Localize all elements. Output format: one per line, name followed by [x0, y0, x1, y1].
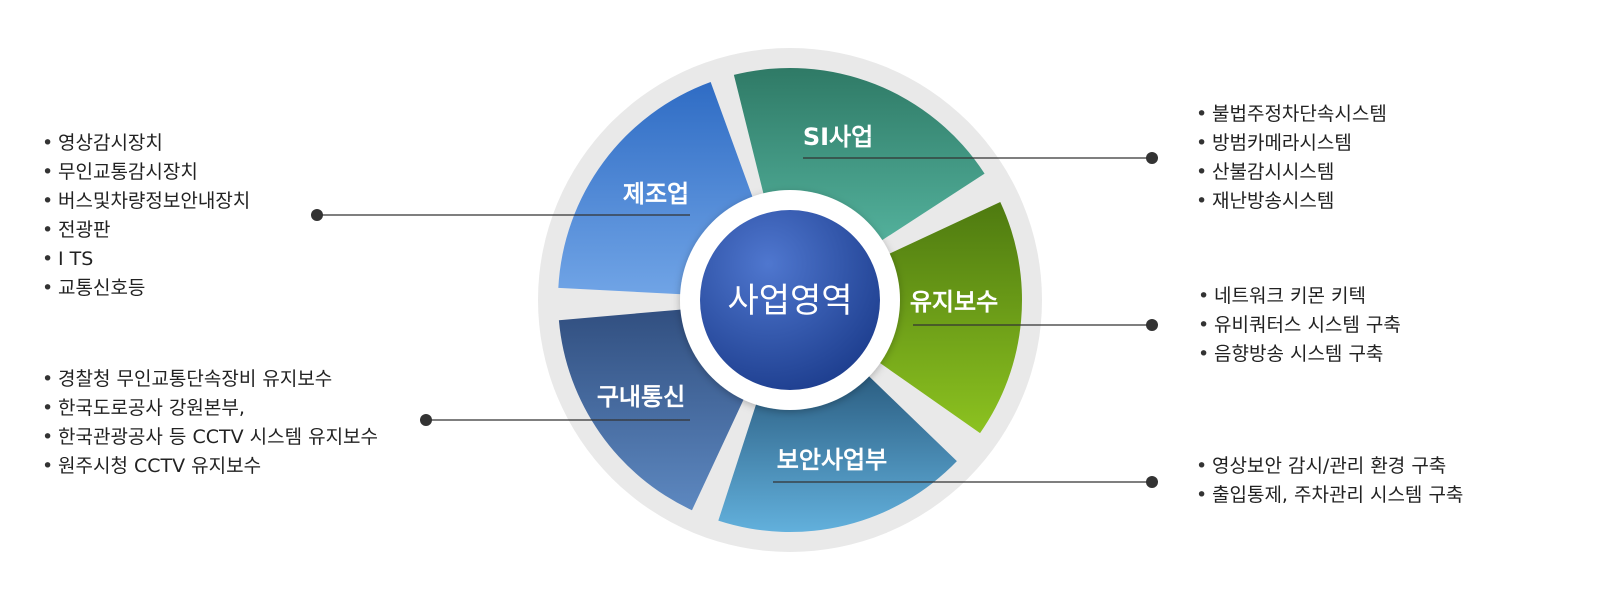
segment-label-security: 보안사업부 [777, 446, 887, 474]
list-item: 버스및차량정보안내장치 [42, 187, 250, 216]
list-si: 불법주정차단속시스템방범카메라시스템산불감시시스템재난방송시스템 [1196, 100, 1387, 216]
list-item: 출입통제, 주차관리 시스템 구축 [1196, 481, 1463, 510]
center-label: 사업영역 [727, 281, 852, 321]
list-telecom: 경찰청 무인교통단속장비 유지보수한국도로공사 강원본부,한국관광공사 등 CC… [42, 365, 378, 481]
list-item: 영상감시장치 [42, 129, 250, 158]
segment-si[interactable] [733, 67, 985, 244]
segment-maintenance[interactable] [875, 201, 1022, 434]
list-manufacturing: 영상감시장치무인교통감시장치버스및차량정보안내장치전광판I TS교통신호등 [42, 129, 250, 303]
segment-label-si: SI사업 [803, 123, 873, 151]
connector-dot-telecom [420, 414, 432, 426]
list-item: 유비쿼터스 시스템 구축 [1198, 311, 1401, 340]
segment-manufacturing[interactable] [558, 81, 755, 295]
segment-label-maintenance: 유지보수 [910, 288, 998, 316]
list-item: 한국도로공사 강원본부, [42, 394, 378, 423]
list-item: I TS [42, 245, 250, 274]
list-item: 한국관광공사 등 CCTV 시스템 유지보수 [42, 423, 378, 452]
list-item: 전광판 [42, 216, 250, 245]
connector-dot-si [1146, 152, 1158, 164]
list-item: 방범카메라시스템 [1196, 129, 1387, 158]
list-item: 원주시청 CCTV 유지보수 [42, 452, 378, 481]
list-item: 불법주정차단속시스템 [1196, 100, 1387, 129]
segment-label-telecom: 구내통신 [597, 383, 685, 411]
list-item: 교통신호등 [42, 274, 250, 303]
list-item: 음향방송 시스템 구축 [1198, 340, 1401, 369]
list-item: 산불감시시스템 [1196, 158, 1387, 187]
list-security: 영상보안 감시/관리 환경 구축출입통제, 주차관리 시스템 구축 [1196, 452, 1463, 510]
connector-dot-maintenance [1146, 319, 1158, 331]
center-circle[interactable] [700, 210, 880, 390]
segment-security[interactable] [718, 372, 957, 532]
list-maintenance: 네트워크 키몬 키텍유비쿼터스 시스템 구축음향방송 시스템 구축 [1198, 282, 1401, 369]
list-item: 네트워크 키몬 키텍 [1198, 282, 1401, 311]
connector-dot-security [1146, 476, 1158, 488]
segment-label-manufacturing: 제조업 [623, 180, 689, 208]
connector-dot-manufacturing [311, 209, 323, 221]
list-item: 영상보안 감시/관리 환경 구축 [1196, 452, 1463, 481]
list-item: 무인교통감시장치 [42, 158, 250, 187]
list-item: 재난방송시스템 [1196, 187, 1387, 216]
list-item: 경찰청 무인교통단속장비 유지보수 [42, 365, 378, 394]
